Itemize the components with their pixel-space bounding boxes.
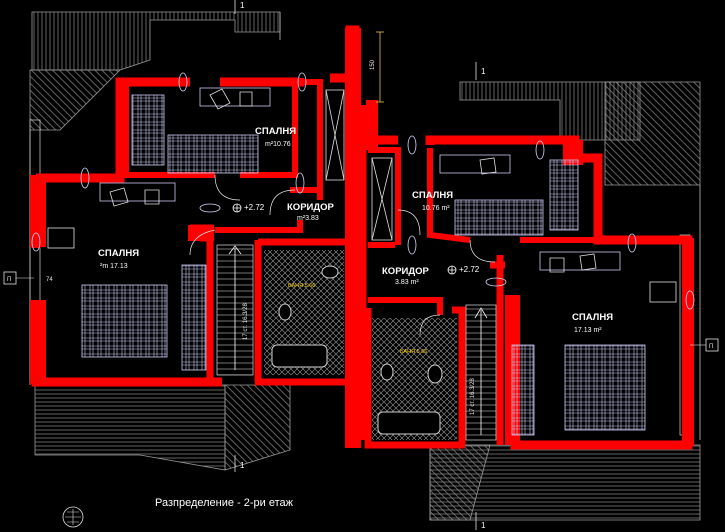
cabinet-left-corridor	[325, 89, 345, 181]
bed-right-top	[454, 199, 544, 236]
bed-right-main	[564, 344, 646, 431]
stair-right-label: 17 ст. 16.3/28	[470, 378, 476, 415]
room-left-corridor-area: m²3.83	[297, 215, 319, 222]
wardrobe-right-top	[549, 159, 579, 231]
side-tags: П 74 П	[3, 271, 719, 352]
section-mark-top-right: 1	[481, 67, 486, 76]
dimension-line: 150	[370, 31, 384, 103]
bath-left-tub	[271, 344, 328, 368]
light-fixture-icon	[199, 203, 221, 213]
wall-left-unit-top-room	[123, 82, 298, 178]
radiator-icon	[407, 235, 417, 255]
bath-left-label: БАНЯ 5.66	[288, 283, 315, 289]
radiator-icon	[297, 72, 307, 92]
room-right-corridor-area: 3.83 m²	[395, 279, 419, 286]
desk-right-top	[439, 154, 511, 174]
elevation-left: +2.72	[244, 203, 265, 212]
bath-right-toilet	[380, 363, 394, 381]
radiator-icon	[80, 167, 90, 189]
chair-right-main-a	[549, 257, 565, 273]
radiator-icon	[295, 172, 305, 194]
bathrooms: БАНЯ 5.66 БАНЯ 5.66	[264, 250, 457, 440]
radiator-icon	[407, 135, 417, 155]
section-mark-top-left: 1	[240, 1, 245, 10]
section-marks: 1 1 1 1	[234, 0, 486, 530]
desk-right-main	[539, 251, 621, 271]
bath-left-sink	[321, 265, 339, 279]
stairs: 17 ст. 16.3/28 17 ст. 16.3/28	[216, 244, 497, 441]
desk-left-main	[99, 182, 176, 202]
roof-hatch-areas	[29, 11, 701, 521]
chair-left-top-b	[239, 91, 253, 107]
bed-left-top	[167, 134, 259, 174]
room-left-corridor-name: КОРИДОР	[287, 202, 335, 213]
door-swings	[189, 174, 496, 336]
bed-left-main	[81, 284, 168, 358]
wall-right-bath	[364, 306, 466, 449]
bath-right-label: БАНЯ 5.66	[400, 349, 427, 355]
room-right-main-area: 17.13 m²	[574, 327, 602, 334]
bath-right-sink	[427, 364, 443, 384]
nightstand-left	[47, 227, 75, 249]
room-right-top-area: 10.76 m²	[422, 205, 450, 212]
fixtures	[31, 72, 695, 310]
furniture	[47, 87, 677, 436]
wall-right-top-room	[427, 148, 598, 243]
dimension-label: 150	[370, 59, 376, 70]
radiator-icon	[31, 232, 41, 252]
drawing-caption: Разпределение - 2-ри етаж	[155, 497, 294, 509]
room-left-top-area: m²10.76	[265, 141, 291, 148]
section-mark-bottom-right: 1	[481, 521, 486, 530]
wall-right-bedroom-divider	[490, 255, 505, 445]
section-mark-bottom-left: 1	[240, 461, 245, 470]
chair-right-top-a	[479, 157, 497, 175]
room-right-top-name: СПАЛНЯ	[412, 190, 453, 201]
room-left-top-name: СПАЛНЯ	[255, 126, 296, 137]
room-right-main-name: СПАЛНЯ	[572, 312, 613, 323]
wardrobe-left-main	[181, 264, 207, 371]
desk-left-top	[199, 87, 271, 107]
elevation-markers: +2.72 +2.72	[232, 203, 480, 275]
radiator-icon	[178, 72, 188, 92]
roof-left-top	[31, 11, 281, 71]
side-tag-left-number: 74	[46, 277, 53, 283]
roof-right-side	[604, 81, 701, 186]
chair-left-main-a	[109, 187, 129, 207]
chair-left-main-b	[144, 189, 160, 205]
stair-left-label: 17 ст. 16.3/28	[243, 303, 249, 340]
side-tag-right: П	[709, 344, 713, 350]
side-tag-left: П	[7, 277, 11, 283]
wardrobe-right-main	[511, 344, 535, 436]
chair-left-top-a	[209, 88, 231, 110]
chair-right-main-b	[579, 253, 597, 271]
radiator-icon	[627, 233, 637, 253]
roof-right-bottom-fan	[429, 444, 491, 521]
roof-left-bottom	[34, 384, 226, 471]
light-fixture-icon	[485, 277, 507, 287]
nightstand-right	[649, 281, 677, 303]
room-right-corridor-name: КОРИДОР	[382, 266, 430, 277]
compass-symbol	[62, 506, 84, 528]
radiator-icon	[685, 290, 695, 310]
room-left-main-area: ²m 17.13	[100, 263, 128, 270]
wall-blocks	[30, 28, 694, 448]
room-left-main-name: СПАЛНЯ	[98, 248, 139, 259]
wardrobe-left-top	[131, 94, 165, 166]
roof-left-side	[29, 69, 121, 131]
bath-left-toilet	[278, 303, 292, 321]
elevation-right: +2.72	[459, 265, 480, 274]
cabinet-right-corridor	[371, 157, 393, 241]
radiator-icon	[535, 140, 545, 160]
room-labels: СПАЛНЯ m²10.76 СПАЛНЯ ²m 17.13 КОРИДОР m…	[98, 126, 613, 334]
bath-right-tub	[377, 411, 441, 435]
